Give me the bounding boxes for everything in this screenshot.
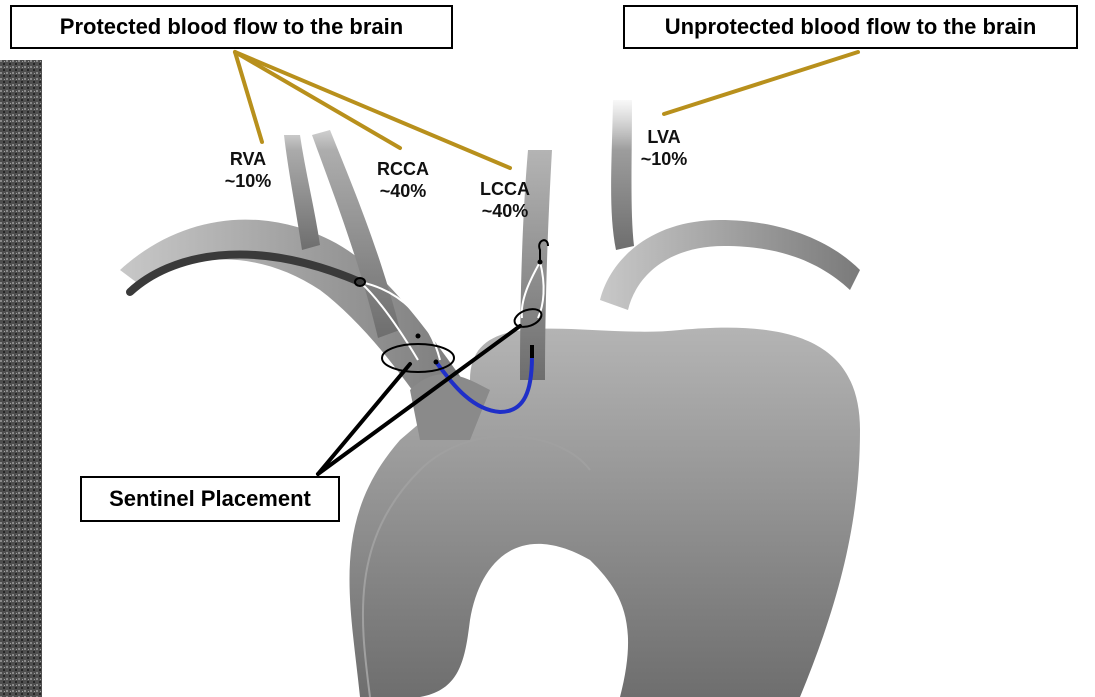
unprotected-callout-line [664,52,858,114]
rcca-label: RCCA ~40% [368,158,438,202]
xray-strip [0,60,42,697]
lva-name: LVA [634,126,694,148]
sentinel-placement-callout: Sentinel Placement [80,476,340,522]
lcca-name: LCCA [470,178,540,200]
rva-label: RVA ~10% [218,148,278,192]
left-subclavian-artery [600,220,860,310]
lva-share: ~10% [634,148,694,170]
unprotected-flow-callout: Unprotected blood flow to the brain [623,5,1078,49]
rcca-share: ~40% [368,180,438,202]
rva-name: RVA [218,148,278,170]
rcca-name: RCCA [368,158,438,180]
lva-label: LVA ~10% [634,126,694,170]
rva-share: ~10% [218,170,278,192]
protected-flow-callout: Protected blood flow to the brain [10,5,453,49]
lcca-label: LCCA ~40% [470,178,540,222]
lcca-share: ~40% [470,200,540,222]
